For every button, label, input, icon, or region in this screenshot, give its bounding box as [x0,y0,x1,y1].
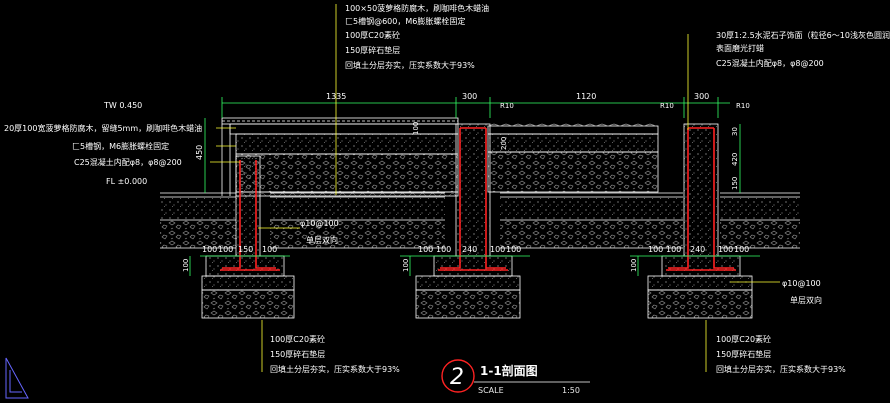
note-tr-1: 30厚1:2.5水泥石子饰面（粒径6～10浅灰色圆润石子 [716,30,890,40]
dim-fm-2: 100 [436,245,451,254]
note-top-3: 100厚C20素砼 [345,30,400,40]
rebar-mid-1: φ10@100 [300,219,339,228]
dim-inner: 100 [412,122,420,135]
dim-right-3: 150 [731,177,739,190]
scale-value: 1:50 [562,386,580,395]
dim-right-1: 30 [731,127,739,136]
note-left-3: C25混凝土内配φ8，φ8@200 [74,157,182,167]
note-left-2: 匚5槽钢，M6膨胀螺栓固定 [72,141,169,151]
ucs-axis-icon [5,357,29,399]
stone-surface [487,123,659,193]
dim-radius-3: R10 [736,102,750,110]
scale-label: SCALE [478,386,504,395]
dim-fr-1: 100 [648,245,663,254]
note-br-3: 回填土分层夯实，压实系数大于93% [716,364,846,374]
leader-lines [210,4,780,372]
wood-deck [221,117,459,197]
dim-fm-3: 240 [462,245,477,254]
note-top-1: 100×50菠萝格防腐木，刷咖啡色木蜡油 [345,3,489,13]
level-tw: TW 0.450 [103,101,142,110]
ground-layers [160,192,800,249]
dim-fl-3: 150 [238,245,253,254]
dim-top-4: 300 [694,92,709,101]
dim-fm-1: 100 [418,245,433,254]
dim-mid: 200 [500,137,508,150]
dim-top-1: 1335 [326,92,346,101]
pier-right [647,123,753,319]
dim-left-height: 450 [195,145,204,160]
dim-fl-1: 100 [202,245,217,254]
dim-fm-5: 100 [506,245,521,254]
title-name: 1-1剖面图 [480,363,538,378]
dim-fl-h: 100 [182,259,190,272]
note-bm-3: 回填土分层夯实，压实系数大于93% [270,364,400,374]
dim-fr-4: 100 [718,245,733,254]
dim-radius-1: R10 [500,102,514,110]
dim-right-2: 420 [731,153,739,166]
note-bm-1: 100厚C20素砼 [270,334,325,344]
dim-fr-2: 100 [666,245,681,254]
dim-top-3: 1120 [576,92,596,101]
note-left-1: 20厚100宽菠萝格防腐木，留缝5mm，刷咖啡色木蜡油 [4,123,202,133]
note-br-1: 100厚C20素砼 [716,334,771,344]
dim-fm-4: 100 [490,245,505,254]
note-tr-2: 表面磨光打蜡 [716,43,764,53]
note-top-5: 回填土分层夯实，压实系数大于93% [345,60,475,70]
dim-top-2: 300 [462,92,477,101]
dim-radius-2: R10 [660,102,674,110]
note-top-4: 150厚碎石垫层 [345,45,400,55]
rebar-right-2: 单层双向 [790,295,822,305]
dim-fm-h: 100 [402,259,410,272]
note-bm-2: 150厚碎石垫层 [270,349,325,359]
dim-fr-3: 240 [690,245,705,254]
dim-fr-5: 100 [734,245,749,254]
pier-middle [415,123,521,319]
title-marker [441,359,590,393]
dim-fl-4: 100 [262,245,277,254]
note-tr-3: C25混凝土内配φ8，φ8@200 [716,58,824,68]
note-br-2: 150厚碎石垫层 [716,349,771,359]
pier-left [201,155,295,319]
title-number: 2 [450,365,464,390]
dim-fl-2: 100 [218,245,233,254]
rebar-right-1: φ10@100 [782,279,821,288]
note-top-2: 匚5槽钢@600，M6膨胀螺栓固定 [345,16,465,26]
dimension-lines [189,97,760,276]
dim-fr-h: 100 [630,259,638,272]
rebar-mid-2: 单层双向 [306,235,338,245]
level-fl: FL ±0.000 [106,177,147,186]
